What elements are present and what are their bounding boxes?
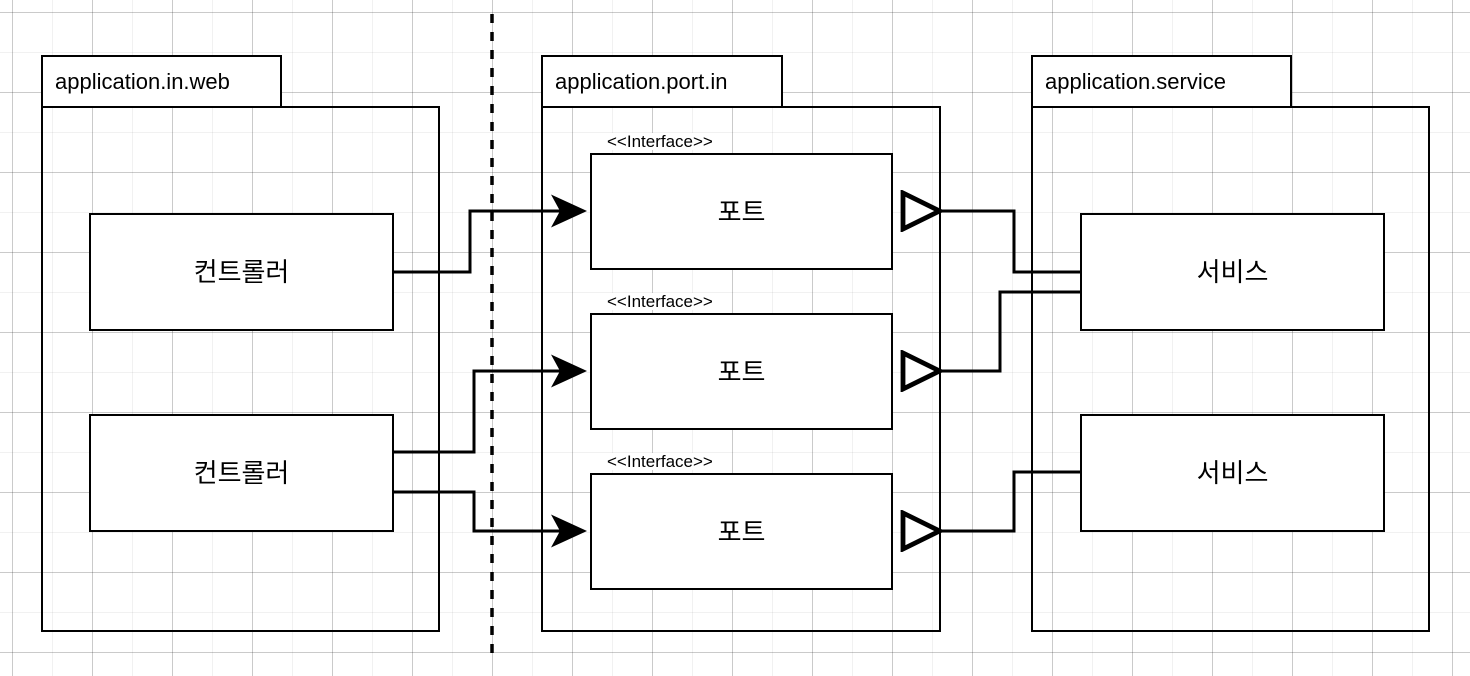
- node-port-1[interactable]: 포트: [590, 153, 893, 270]
- package-label-application-in-web: application.in.web: [41, 55, 282, 108]
- stereotype-interface-port-1: <<Interface>>: [604, 133, 716, 150]
- node-label: 포트: [717, 196, 766, 227]
- node-controller-1[interactable]: 컨트롤러: [89, 213, 394, 331]
- node-label: 컨트롤러: [193, 458, 290, 488]
- package-body-application-service: [1031, 106, 1430, 632]
- node-label: 포트: [717, 356, 766, 387]
- package-label-text: application.in.web: [55, 68, 230, 94]
- package-label-application-port-in: application.port.in: [541, 55, 783, 108]
- package-label-text: application.service: [1045, 68, 1226, 94]
- node-port-2[interactable]: 포트: [590, 313, 893, 430]
- package-body-application-in-web: [41, 106, 440, 632]
- node-port-3[interactable]: 포트: [590, 473, 893, 590]
- node-controller-2[interactable]: 컨트롤러: [89, 414, 394, 532]
- package-label-application-service: application.service: [1031, 55, 1292, 108]
- node-label: 서비스: [1196, 458, 1269, 488]
- node-service-1[interactable]: 서비스: [1080, 213, 1385, 331]
- stereotype-interface-port-3: <<Interface>>: [604, 453, 716, 470]
- stereotype-interface-port-2: <<Interface>>: [604, 293, 716, 310]
- node-label: 포트: [717, 516, 766, 547]
- node-label: 컨트롤러: [193, 257, 290, 287]
- package-label-text: application.port.in: [555, 68, 728, 94]
- node-service-2[interactable]: 서비스: [1080, 414, 1385, 532]
- node-label: 서비스: [1196, 257, 1269, 287]
